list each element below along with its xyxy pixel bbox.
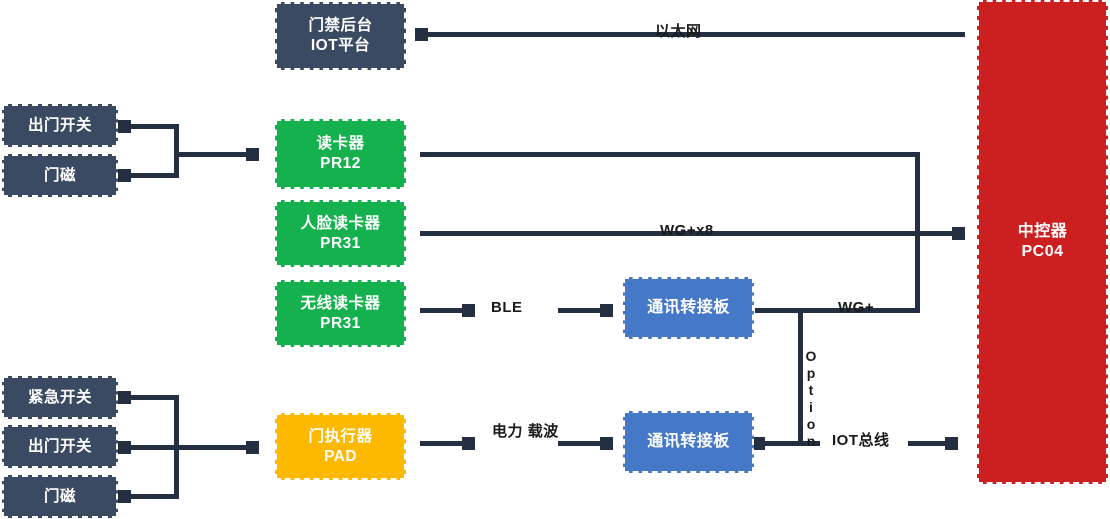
node-exit-switch-1[interactable]: 出门开关 — [2, 104, 118, 147]
wire-wireless-reader-out — [420, 308, 465, 313]
node-comm-board-bottom-label: 通讯转接板 — [647, 432, 730, 450]
node-wireless-reader-line1: 无线读卡器 — [300, 294, 381, 312]
node-exit-switch-2-label: 出门开关 — [27, 437, 92, 455]
wire-cap-door-sensor-1 — [118, 169, 131, 182]
wire-door-sensor-1 — [124, 173, 178, 178]
node-door-sensor-2-label: 门磁 — [43, 487, 76, 505]
node-card-reader[interactable]: 读卡器 PR12 — [275, 119, 406, 189]
node-door-sensor-1-label: 门磁 — [43, 166, 76, 184]
wire-cap-wg-x8-right — [952, 227, 965, 240]
wire-comm-board-top-out — [755, 308, 920, 313]
wire-comm-board-bot-out — [755, 441, 820, 446]
node-controller-line2: PC04 — [1021, 243, 1064, 260]
wire-powerline-to-comm-board — [558, 441, 603, 446]
node-iot-platform-line2: IOT平台 — [310, 37, 371, 54]
wire-iot-bus-right — [908, 441, 958, 446]
wire-cap-ethernet-left — [415, 28, 428, 41]
node-wireless-reader-line2: PR31 — [320, 314, 361, 332]
wire-label-powerline-line1: 电力 — [492, 423, 524, 440]
node-comm-board-top-label: 通讯转接板 — [647, 298, 730, 316]
wire-cap-bracket-lower-right — [246, 441, 259, 454]
node-iot-platform[interactable]: 门禁后台 IOT平台 — [275, 2, 406, 70]
wire-label-powerline-line2: 载波 — [527, 423, 559, 440]
wire-cap-comm-board-bot-in — [600, 437, 613, 450]
wire-label-ethernet: 以太网 — [655, 23, 702, 40]
node-exit-switch-1-label: 出门开关 — [27, 116, 92, 134]
wire-card-reader-horizontal — [420, 152, 920, 157]
wire-door-actuator-out — [420, 441, 465, 446]
node-comm-board-bottom[interactable]: 通讯转接板 — [623, 411, 754, 473]
node-iot-platform-line1: 门禁后台 — [308, 17, 373, 35]
node-card-reader-line2: PR12 — [320, 155, 361, 172]
node-door-actuator-line2: PAD — [323, 447, 358, 465]
node-card-reader-line1: 读卡器 — [316, 135, 365, 153]
wire-label-wg-x8: WG+x8 — [660, 222, 714, 239]
node-comm-board-top[interactable]: 通讯转接板 — [623, 277, 754, 339]
wire-option-vertical — [798, 308, 803, 445]
wire-cap-comm-board-top-in — [600, 304, 613, 317]
wire-bracket-upper-vertical — [174, 124, 179, 178]
wire-label-ble: BLE — [491, 299, 523, 316]
wire-cap-wireless-reader — [462, 304, 475, 317]
node-door-actuator-line1: 门执行器 — [308, 427, 373, 445]
wire-cap-iot-bus-left — [752, 437, 765, 450]
node-door-sensor-2[interactable]: 门磁 — [2, 475, 118, 518]
wire-cap-exit-switch-1 — [118, 120, 131, 133]
node-face-reader-line1: 人脸读卡器 — [300, 214, 381, 232]
wire-bracket-upper-trunk — [174, 152, 254, 157]
node-exit-switch-2[interactable]: 出门开关 — [2, 425, 118, 468]
wire-cap-door-actuator — [462, 437, 475, 450]
wire-label-wg-plus: WG+ — [838, 299, 875, 316]
wire-label-option: Option — [803, 348, 819, 450]
wire-cap-iot-bus-right — [945, 437, 958, 450]
wire-cap-emergency-switch — [118, 391, 131, 404]
wire-cap-door-sensor-2 — [118, 490, 131, 503]
node-door-sensor-1[interactable]: 门磁 — [2, 154, 118, 197]
wire-ble-to-comm-board — [558, 308, 603, 313]
wire-door-sensor-2 — [124, 494, 178, 499]
wire-cap-exit-switch-2 — [118, 441, 131, 454]
node-emergency-switch-label: 紧急开关 — [27, 388, 92, 406]
node-wireless-reader[interactable]: 无线读卡器 PR31 — [275, 280, 406, 347]
wire-bracket-lower-trunk — [174, 445, 254, 450]
node-controller-line1: 中控器 — [1017, 222, 1068, 240]
wire-cap-bracket-upper-right — [246, 148, 259, 161]
wire-exit-switch-1 — [124, 124, 178, 129]
wire-ethernet — [420, 32, 965, 37]
node-emergency-switch[interactable]: 紧急开关 — [2, 376, 118, 419]
node-controller[interactable]: 中控器 PC04 — [977, 0, 1108, 484]
wire-label-iot-bus: IOT总线 — [832, 432, 890, 449]
wire-wg-x8 — [420, 231, 965, 236]
node-face-reader[interactable]: 人脸读卡器 PR31 — [275, 200, 406, 267]
node-face-reader-line2: PR31 — [320, 234, 361, 252]
node-door-actuator[interactable]: 门执行器 PAD — [275, 413, 406, 480]
wire-exit-switch-2 — [124, 445, 178, 450]
wire-emergency-switch — [124, 395, 178, 400]
wire-label-powerline: 电力 载波 — [492, 424, 559, 440]
